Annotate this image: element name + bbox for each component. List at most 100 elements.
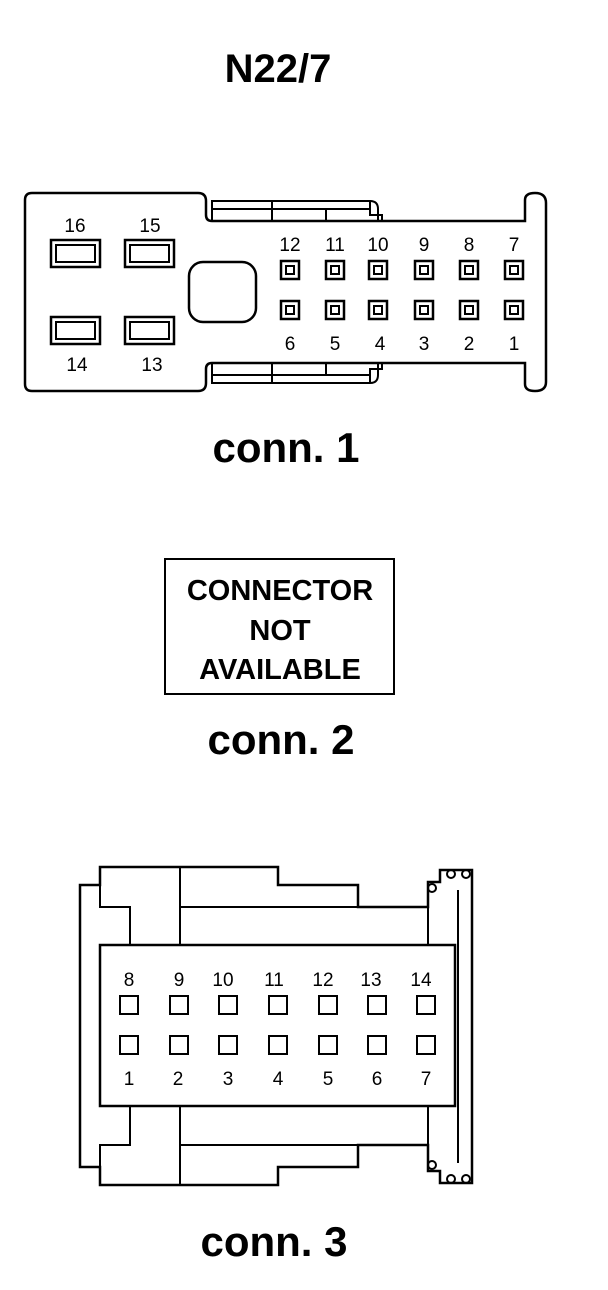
pin-terminal [268, 995, 288, 1015]
mount-hole [446, 1174, 456, 1184]
pin-label: 12 [312, 970, 333, 991]
pin-terminal [367, 259, 389, 281]
pin-label: 2 [173, 1069, 184, 1090]
pin-terminal-inner [373, 265, 383, 275]
pin-terminal [123, 315, 176, 346]
not-available-line: NOT [249, 615, 311, 647]
pin-terminal-inner [330, 305, 340, 315]
connector-3-mounting-holes [427, 869, 471, 1184]
pin-label: 14 [410, 970, 432, 991]
pin-terminal [324, 299, 346, 321]
pin-terminal-outer [367, 299, 389, 321]
pin-terminal-outer [458, 299, 480, 321]
pin-label: 14 [66, 355, 88, 376]
connector-1-top-latch [211, 200, 383, 221]
pin-label: 6 [372, 1069, 383, 1090]
pin-label: 6 [285, 334, 296, 355]
pin-terminal-outer [503, 259, 525, 281]
connector-1-bottom-latch [211, 363, 383, 384]
pin-terminal-outer [413, 259, 435, 281]
connector-2: CONNECTOR NOT AVAILABLE [164, 558, 395, 695]
pin-terminal-inner [419, 305, 429, 315]
mount-hole [461, 1174, 471, 1184]
connector-3-housing [78, 865, 474, 1187]
pin-label: 8 [464, 235, 475, 256]
pin-terminal-inner [55, 321, 96, 340]
pin-label: 4 [273, 1069, 284, 1090]
not-available-line: AVAILABLE [199, 654, 361, 686]
pin-label: 10 [212, 970, 233, 991]
pin-terminal-inner [509, 305, 519, 315]
pin-label: 11 [325, 235, 345, 256]
pin-terminal-outer [324, 259, 346, 281]
pin-terminal-outer [279, 259, 301, 281]
pin-terminal [49, 315, 102, 346]
pin-terminal-outer [458, 259, 480, 281]
connector-1-small-pins [279, 259, 525, 321]
pin-terminal-outer [279, 299, 301, 321]
pin-terminal-inner [285, 305, 295, 315]
pin-terminal-inner [55, 244, 96, 263]
connector-1-housing [23, 191, 548, 393]
pin-terminal [119, 995, 139, 1015]
mount-hole [446, 869, 456, 879]
mount-hole [427, 883, 437, 893]
connector-2-label: conn. 2 [207, 716, 354, 763]
pin-terminal [119, 1035, 139, 1055]
pin-label: 4 [375, 334, 386, 355]
pin-label: 11 [264, 970, 284, 991]
pin-terminal [413, 299, 435, 321]
pin-terminal-outer [413, 299, 435, 321]
diagram-title: N22/7 [225, 47, 332, 91]
pin-terminal-inner [330, 265, 340, 275]
connector-1-label: conn. 1 [212, 424, 359, 471]
connector-1: 16 15 14 13 12 11 10 9 8 7 6 5 4 3 2 1 [23, 191, 548, 393]
pin-terminal [458, 299, 480, 321]
pin-label: 3 [223, 1069, 234, 1090]
pin-terminal [279, 299, 301, 321]
pin-terminal [49, 238, 102, 269]
pin-label: 8 [124, 970, 135, 991]
pin-terminal-inner [285, 265, 295, 275]
mount-hole [427, 1160, 437, 1170]
pin-terminal-inner [509, 265, 519, 275]
pin-terminal-inner [464, 305, 474, 315]
pin-label: 2 [464, 334, 475, 355]
pin-label: 16 [64, 216, 85, 237]
connector-3-face [98, 943, 457, 1108]
pin-terminal [367, 1035, 387, 1055]
pin-label: 5 [330, 334, 341, 355]
pin-terminal [458, 259, 480, 281]
not-available-line: CONNECTOR [187, 575, 373, 607]
pin-terminal [318, 995, 338, 1015]
pin-terminal [169, 1035, 189, 1055]
pin-label: 5 [323, 1069, 334, 1090]
pin-terminal [413, 259, 435, 281]
pin-label: 7 [421, 1069, 432, 1090]
pin-terminal [218, 1035, 238, 1055]
pin-terminal [367, 995, 387, 1015]
pin-label: 10 [367, 235, 388, 256]
pin-terminal-inner [419, 265, 429, 275]
connector-1-key [187, 260, 258, 324]
pin-terminal [279, 259, 301, 281]
pin-terminal [503, 259, 525, 281]
pin-terminal-inner [373, 305, 383, 315]
not-available-box [164, 558, 395, 695]
pin-terminal [367, 299, 389, 321]
pin-terminal-outer [503, 299, 525, 321]
pin-terminal [503, 299, 525, 321]
pin-label: 13 [360, 970, 381, 991]
pin-terminal [169, 995, 189, 1015]
pin-label: 7 [509, 235, 520, 256]
mount-hole [461, 869, 471, 879]
pin-terminal [324, 259, 346, 281]
pin-terminal-inner [129, 321, 170, 340]
pin-terminal-outer [367, 259, 389, 281]
pin-terminal [268, 1035, 288, 1055]
pin-label: 1 [124, 1069, 135, 1090]
pin-terminal [416, 995, 436, 1015]
pin-label: 15 [139, 216, 160, 237]
pin-label: 3 [419, 334, 430, 355]
